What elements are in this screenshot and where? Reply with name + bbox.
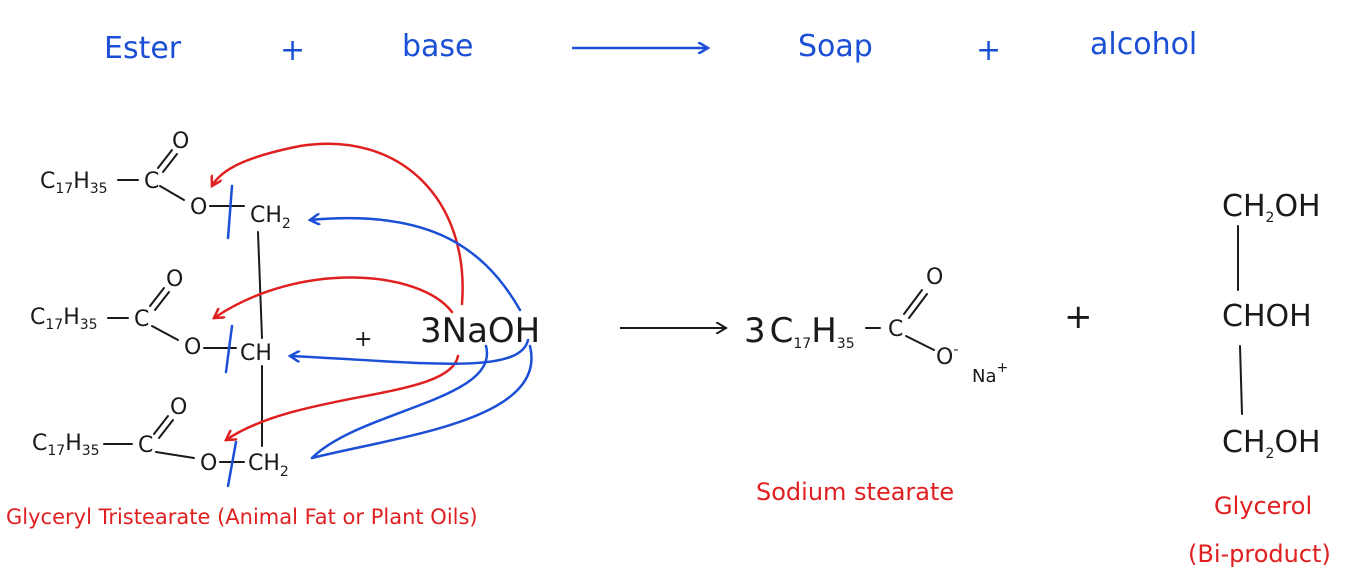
svg-text:C17H35: C17H35 — [32, 431, 100, 459]
reagent-plus: + — [354, 327, 372, 352]
glycerol: CH2OH CHOH CH2OH Glycerol (Bi-product) — [1188, 189, 1331, 568]
svg-text:O: O — [184, 335, 201, 360]
svg-text:Na+: Na+ — [972, 360, 1008, 387]
svg-text:CH2: CH2 — [250, 203, 291, 232]
reagent-naoh: 3NaOH — [420, 311, 540, 351]
ester-row-1: C17H35 C O O CH2 — [40, 129, 291, 240]
svg-text:CH2OH: CH2OH — [1222, 425, 1321, 462]
svg-text:O: O — [166, 267, 183, 292]
glycerol-label: Glycerol — [1214, 492, 1312, 520]
svg-text:O: O — [170, 395, 187, 420]
svg-text:C: C — [144, 169, 159, 194]
products-plus: + — [1064, 297, 1093, 337]
blue-arrow-2 — [290, 338, 530, 365]
triglyceride: C17H35 C O O CH2 C17H35 C O O CH — [6, 129, 478, 529]
word-plus-1: + — [280, 33, 305, 68]
red-arrow-2 — [214, 276, 454, 318]
word-soap: Soap — [798, 29, 873, 64]
red-arrow-1 — [212, 142, 464, 306]
svg-text:O-: O- — [936, 342, 958, 370]
word-equation: Ester + base Soap + alcohol — [104, 27, 1197, 68]
svg-text:CH2: CH2 — [248, 451, 289, 480]
svg-text:CHOH: CHOH — [1222, 299, 1312, 334]
svg-text:O: O — [172, 129, 189, 154]
blue-arrow-3 — [310, 344, 533, 460]
word-alcohol: alcohol — [1090, 27, 1197, 62]
glycerol-note: (Bi-product) — [1188, 540, 1331, 568]
svg-text:C17H35: C17H35 — [40, 169, 108, 197]
svg-text:C: C — [134, 307, 149, 332]
svg-text:C: C — [888, 317, 903, 342]
backbone-upper — [257, 231, 263, 339]
word-plus-2: + — [976, 33, 1001, 68]
ester-row-2: C17H35 C O O CH — [30, 267, 272, 374]
svg-text:CH2OH: CH2OH — [1222, 189, 1321, 226]
blue-arrow-4 — [310, 344, 489, 460]
svg-text:O: O — [190, 195, 207, 220]
sodium-stearate-label: Sodium stearate — [756, 478, 954, 506]
ester-row-3: C17H35 C O O CH2 — [32, 395, 289, 488]
glycerol-bond-2 — [1239, 345, 1243, 415]
blue-arrow-1 — [310, 218, 522, 312]
svg-text:O: O — [200, 451, 217, 476]
svg-text:O: O — [926, 265, 943, 290]
svg-text:CH: CH — [240, 341, 272, 366]
triglyceride-label: Glyceryl Tristearate (Animal Fat or Plan… — [6, 505, 478, 529]
svg-text:C: C — [138, 433, 153, 458]
word-base: base — [402, 29, 474, 64]
svg-text:C17H35: C17H35 — [30, 305, 98, 333]
red-arrow-3 — [226, 354, 460, 440]
word-ester: Ester — [104, 31, 182, 66]
